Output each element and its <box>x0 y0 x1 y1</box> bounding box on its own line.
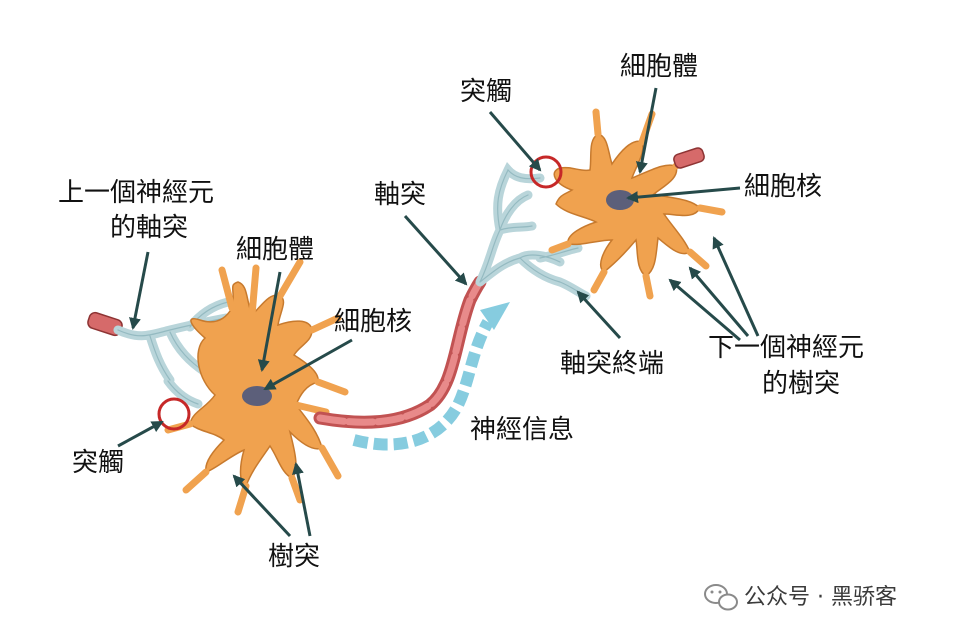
synapse-circle-left <box>157 397 191 431</box>
label-next-dendrite-line2: 的樹突 <box>762 369 840 399</box>
right-axon-terminal <box>475 161 591 301</box>
label-soma-left: 細胞體 <box>236 235 314 265</box>
axon <box>313 275 487 429</box>
arrow-axon-terminal <box>576 290 622 340</box>
watermark-text: 公众号 · 黑骄客 <box>744 585 897 610</box>
label-soma-right: 細胞體 <box>620 52 698 82</box>
label-nucleus-right: 細胞核 <box>744 172 822 202</box>
arrow-dendrite-left-2 <box>292 462 312 537</box>
arrow-nucleus-left <box>263 338 353 391</box>
arrow-next-dendrite-1 <box>712 236 760 337</box>
arrow-soma-right <box>635 87 658 174</box>
arrow-axon <box>403 214 468 286</box>
right-nucleus <box>606 190 634 210</box>
labels: 上一個神經元 的軸突 細胞體 細胞核 突觸 樹突 軸突 突觸 細胞體 細胞核 軸… <box>58 52 864 572</box>
arrow-synapse-right <box>488 111 542 172</box>
label-next-dendrite-line1: 下一個神經元 <box>708 333 864 363</box>
right-cell-body <box>548 108 726 300</box>
label-axon-terminal: 軸突終端 <box>560 349 664 379</box>
label-prev-axon-line2: 的軸突 <box>110 213 188 243</box>
label-synapse-right: 突觸 <box>460 77 512 107</box>
arrow-prev-axon <box>129 251 150 330</box>
synapse-circle-right <box>529 155 563 189</box>
label-dendrite-left: 樹突 <box>268 542 320 572</box>
arrow-next-dendrite-3 <box>668 278 741 342</box>
label-prev-axon-line1: 上一個神經元 <box>58 178 214 208</box>
prev-axon-terminal <box>87 297 233 409</box>
wechat-icon <box>704 584 738 611</box>
label-nerve-signal: 神經信息 <box>470 415 574 445</box>
pointer-arrows <box>117 87 760 538</box>
arrow-dendrite-left-1 <box>232 474 292 538</box>
watermark: 公众号 · 黑骄客 <box>704 584 897 611</box>
left-nucleus <box>242 386 272 406</box>
label-nucleus-left: 細胞核 <box>334 307 412 337</box>
left-cell-body <box>164 258 349 516</box>
label-axon: 軸突 <box>374 180 426 210</box>
arrow-nucleus-right <box>626 186 741 204</box>
arrow-next-dendrite-2 <box>688 266 750 337</box>
arrow-synapse-left <box>117 420 164 448</box>
arrow-soma-left <box>257 271 282 372</box>
signal-arrow <box>352 302 510 451</box>
label-synapse-left: 突觸 <box>72 448 124 478</box>
